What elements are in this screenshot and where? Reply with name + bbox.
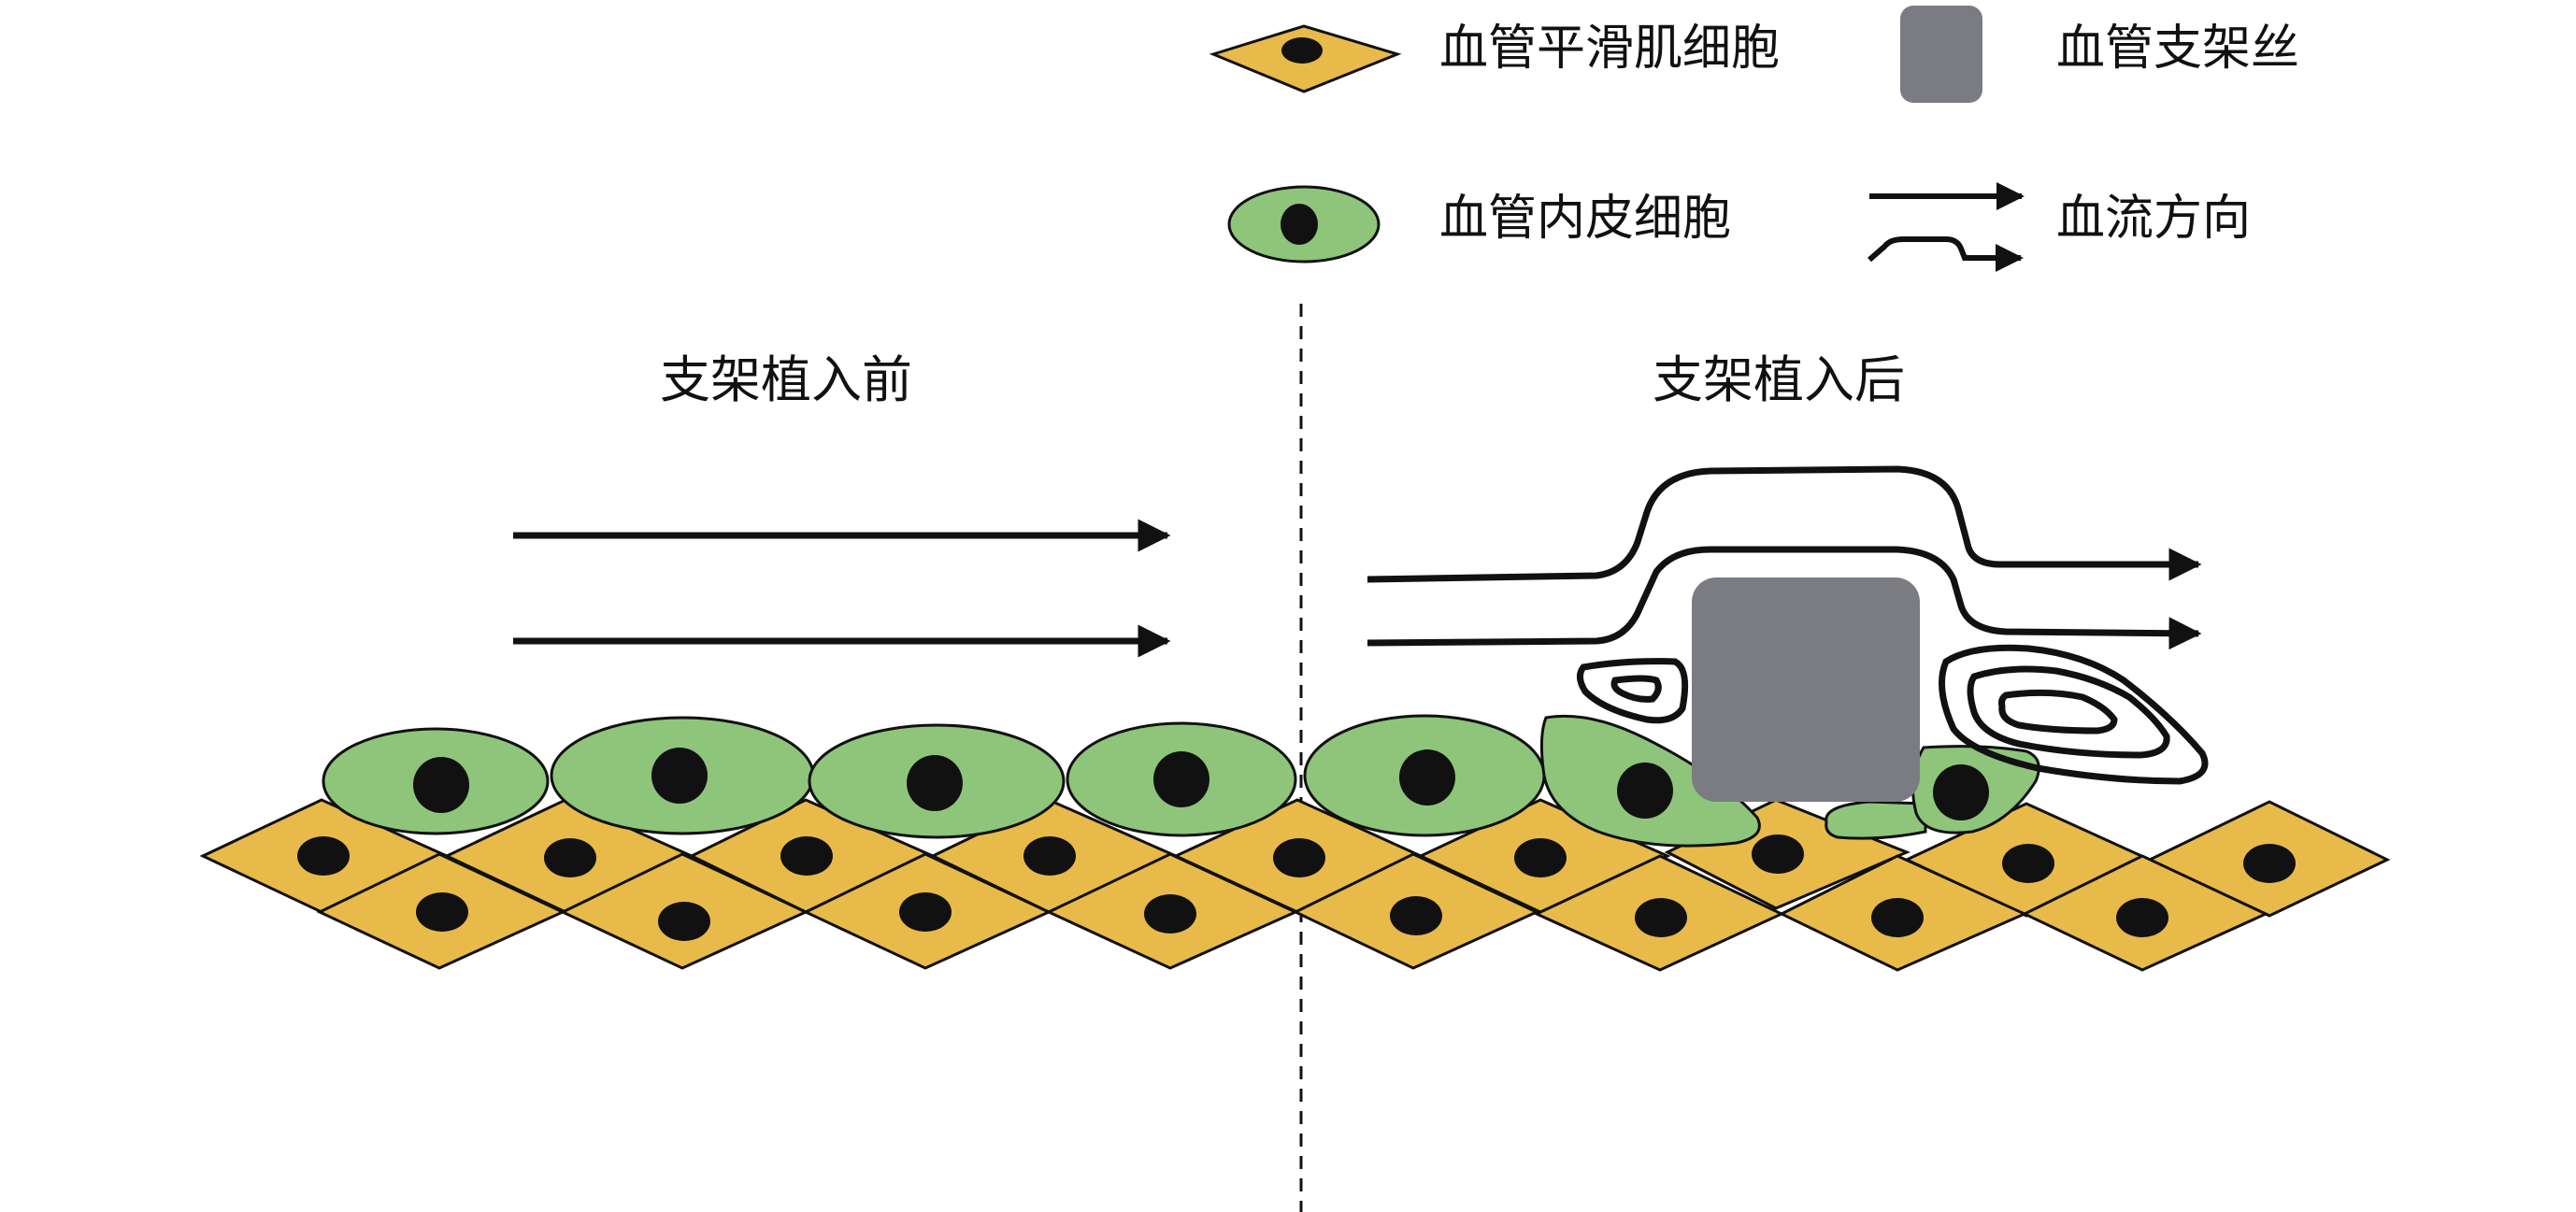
flow-eddy-left	[1577, 658, 1689, 724]
endothelial-cell	[322, 727, 550, 835]
endothelial-cell	[1911, 745, 2040, 834]
legend-flow-label: 血流方向	[2056, 191, 2252, 247]
flow-eddy-right-inner	[1998, 689, 2118, 734]
smooth-muscle-cell	[1292, 852, 1540, 970]
endothelial-layer	[322, 714, 2040, 848]
stent-strut	[1692, 577, 1920, 802]
flow-before	[513, 519, 1171, 658]
flow-eddy-left-inner	[1610, 675, 1662, 703]
flow-eddy-right-mid	[1967, 665, 2170, 759]
endothelial-cell	[1825, 800, 1927, 840]
endothelial-cell	[808, 723, 1066, 839]
legend-stent-symbol	[1900, 6, 1982, 103]
legend-endothelial-symbol	[1227, 185, 1381, 264]
section-title-after: 支架植入后	[1653, 350, 1905, 409]
legend-flow-symbol	[1868, 182, 2025, 272]
smooth-muscle-layer	[199, 798, 2391, 972]
endothelial-cell	[1539, 714, 1761, 848]
endothelial-cell	[550, 716, 815, 835]
flow-line	[1367, 465, 2202, 583]
legend-stent-label: 血管支架丝	[2056, 21, 2300, 77]
smooth-muscle-cell	[2021, 854, 2269, 972]
flow-eddy-right	[1939, 644, 2209, 785]
legend-endothelial-label: 血管内皮细胞	[1439, 191, 1732, 247]
flow-after	[1367, 465, 2209, 785]
flow-line	[1367, 546, 2202, 650]
endothelial-cell	[1303, 714, 1546, 837]
smooth-muscle-cell	[1778, 854, 2028, 972]
legend-smooth-muscle-symbol	[1209, 24, 1402, 93]
section-title-before: 支架植入前	[660, 350, 912, 409]
endothelial-cell	[1066, 721, 1297, 837]
legend-smooth-muscle-label: 血管平滑肌细胞	[1439, 21, 1781, 77]
